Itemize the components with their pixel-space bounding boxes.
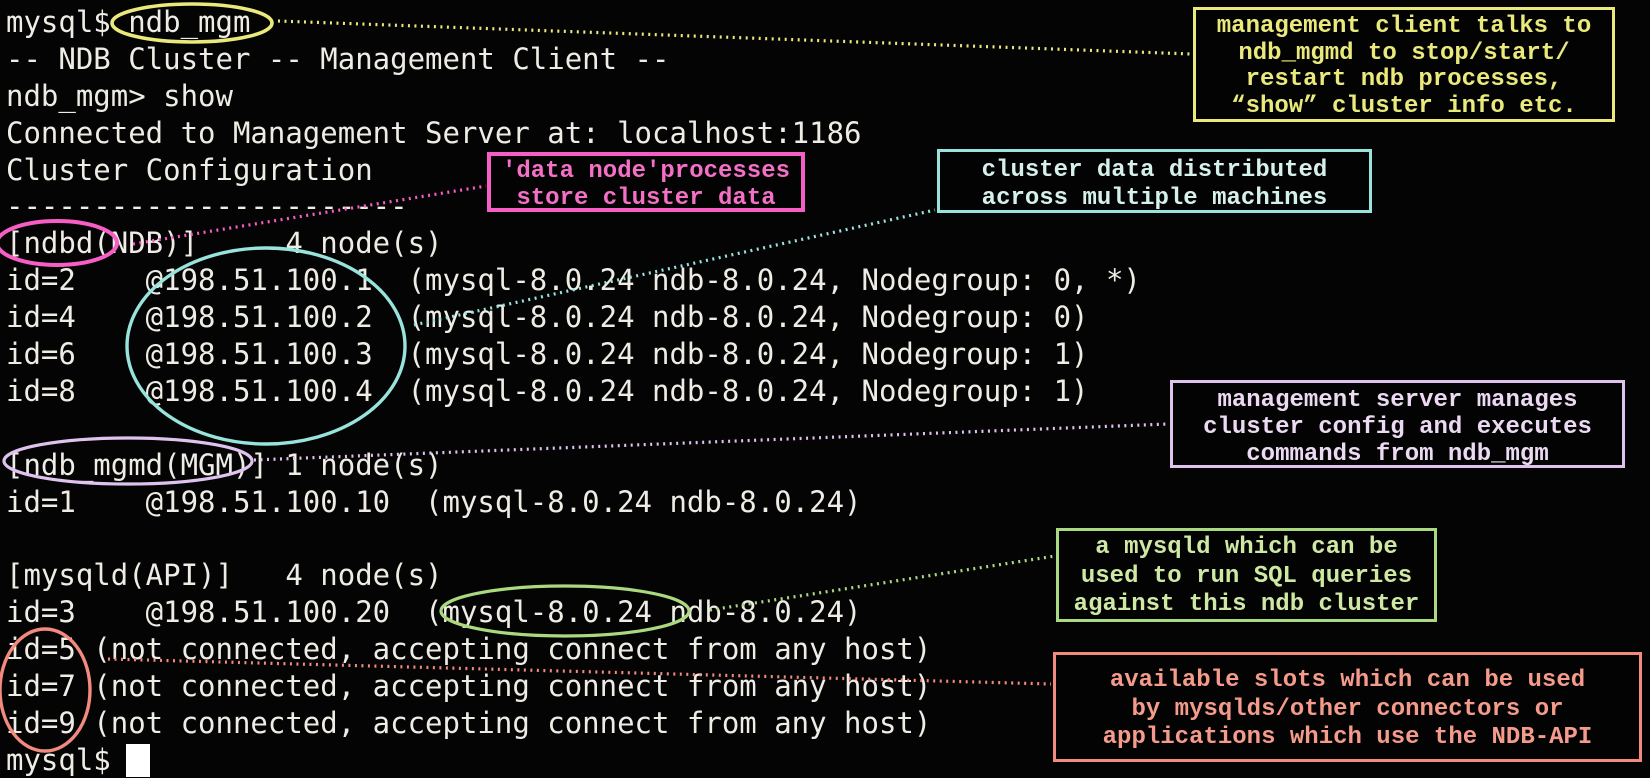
callout-available-slots: available slots which can be used by mys… [1053, 652, 1642, 762]
callout-text-line: used to run SQL queries [1080, 562, 1413, 590]
callout-text-line: “show” cluster info etc. [1231, 92, 1577, 120]
callout-text-line: management client talks to [1216, 13, 1592, 40]
callout-text-line: commands from ndb_mgm [1246, 441, 1549, 468]
callout-text-line: store cluster data [516, 185, 776, 212]
callout-distributed-data: cluster data distributed across multiple… [937, 149, 1372, 213]
callout-management-client: management client talks to ndb_mgmd to s… [1193, 7, 1615, 122]
callout-text-line: across multiple machines [981, 185, 1328, 212]
terminal-line: Cluster Configuration [6, 152, 373, 187]
callout-text-line: restart ndb processes, [1245, 66, 1563, 93]
callout-text-line: management server manages [1217, 387, 1578, 414]
callout-text-line: applications which use the NDB-API [1102, 724, 1593, 751]
callout-data-node: 'data node'processes store cluster data [487, 152, 805, 212]
terminal-line: Connected to Management Server at: local… [6, 115, 862, 150]
terminal-line-mysqld-header: [mysqld(API)] 4 node(s) [6, 558, 443, 593]
callout-text-line: cluster config and executes [1203, 414, 1592, 441]
terminal-line-free-slot: id=9 (not connected, accepting connect f… [6, 705, 932, 740]
callout-text-line: available slots which can be used [1109, 667, 1586, 694]
callout-sql-node: a mysqld which can be used to run SQL qu… [1056, 528, 1437, 622]
terminal-line-data-node: id=4 @198.51.100.2 (mysql-8.0.24 ndb-8.0… [6, 300, 1089, 335]
callout-text-line: against this ndb cluster [1073, 591, 1420, 618]
terminal-line-data-node: id=2 @198.51.100.1 (mysql-8.0.24 ndb-8.0… [6, 263, 1141, 298]
terminal-cursor[interactable] [126, 744, 150, 777]
terminal-line: ----------------------- [6, 189, 408, 224]
terminal-line-data-node: id=6 @198.51.100.3 (mysql-8.0.24 ndb-8.0… [6, 337, 1089, 372]
terminal-line-ndbd-header: [ndbd(NDB)] 4 node(s) [6, 226, 443, 261]
callout-text-line: a mysqld which can be [1095, 534, 1398, 561]
callout-text-line: 'data node'processes [501, 158, 791, 185]
callout-text-line: ndb_mgmd to stop/start/ [1238, 39, 1570, 67]
callout-text-line: by mysqlds/other connectors or [1131, 695, 1564, 723]
callout-management-server: management server manages cluster config… [1170, 380, 1625, 468]
callout-text-line: cluster data distributed [981, 157, 1328, 184]
terminal-line: ndb_mgm> show [6, 78, 233, 113]
terminal-line-mgmd-node: id=1 @198.51.100.10 (mysql-8.0.24 ndb-8.… [6, 484, 862, 519]
